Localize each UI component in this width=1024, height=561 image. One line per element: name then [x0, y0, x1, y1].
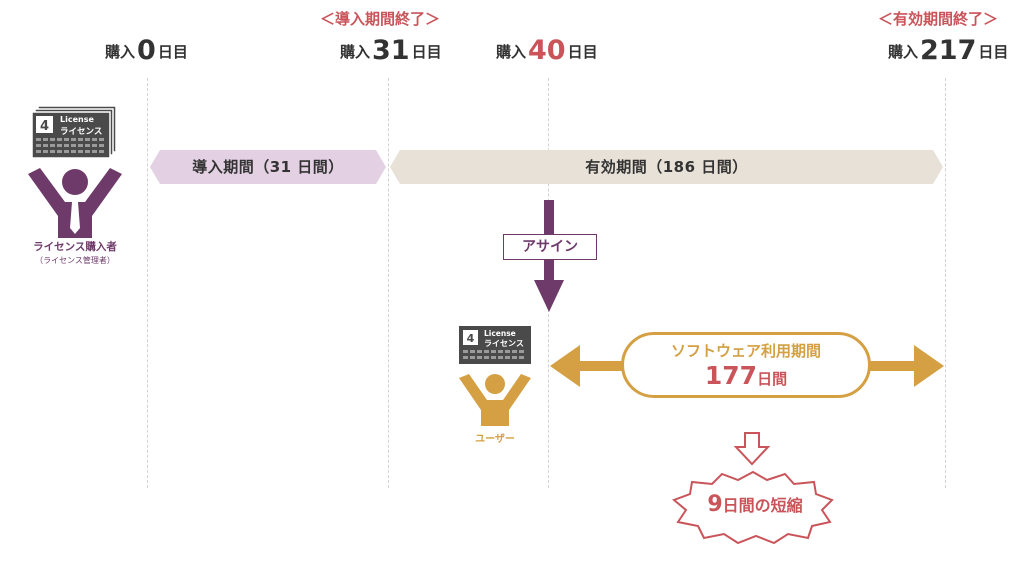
milestone-prefix: 購入 [496, 43, 527, 61]
milestone-number: 217 [920, 35, 977, 66]
guide-day-217 [945, 78, 946, 488]
milestone-prefix: 購入 [888, 43, 919, 61]
guide-day-0 [147, 78, 148, 488]
user-label: ユーザー [475, 434, 515, 445]
milestone-number: 31 [372, 35, 410, 66]
shortening-text: 9日間の短縮 [690, 492, 820, 519]
shortening-label: 日間の短縮 [722, 496, 803, 515]
buyer-person-icon [28, 168, 122, 238]
shortening-number: 9 [707, 492, 723, 517]
milestone-suffix: 日目 [978, 43, 1009, 61]
buyer-license-stack-icon: 4 [31, 105, 117, 159]
milestone-suffix: 日目 [411, 43, 442, 61]
user-card-line1: License [484, 329, 516, 338]
milestone-number: 0 [137, 35, 156, 66]
milestone-prefix: 購入 [340, 43, 371, 61]
svg-text:4: 4 [40, 119, 49, 134]
milestone-suffix: 日目 [157, 43, 188, 61]
milestone-suffix: 日目 [567, 43, 598, 61]
buyer-label: ライセンス購入者 [33, 241, 117, 253]
user-person-icon [459, 374, 531, 426]
intro-period-bar: 導入期間（31 日間） [150, 150, 386, 184]
valid-end-label: ＜有効期間終了＞ [878, 10, 999, 28]
software-period-box: ソフトウェア利用期間 177日間 [621, 332, 871, 398]
guide-day-31 [388, 78, 389, 488]
software-period-days-number: 177 [704, 361, 758, 390]
shortening-burst-icon [672, 470, 834, 545]
milestone-number: 40 [528, 35, 566, 66]
down-arrow-icon [734, 432, 770, 466]
milestone-prefix: 購入 [105, 43, 136, 61]
user-license-card-icon: 4 [459, 326, 531, 364]
intro-end-label: ＜導入期間終了＞ [320, 10, 441, 28]
buyer-sublabel: （ライセンス管理者） [35, 256, 115, 265]
software-period-days: 177日間 [624, 361, 868, 394]
software-period-title: ソフトウェア利用期間 [670, 342, 821, 360]
valid-period-bar: 有効期間（186 日間） [390, 150, 943, 184]
user-card-line2: ライセンス [484, 339, 524, 348]
svg-text:4: 4 [467, 332, 475, 345]
buyer-card-line2: ライセンス [60, 127, 103, 137]
software-period-days-unit: 日間 [757, 370, 788, 388]
buyer-card-line1: License [60, 115, 94, 124]
assign-label: アサイン [503, 234, 597, 260]
